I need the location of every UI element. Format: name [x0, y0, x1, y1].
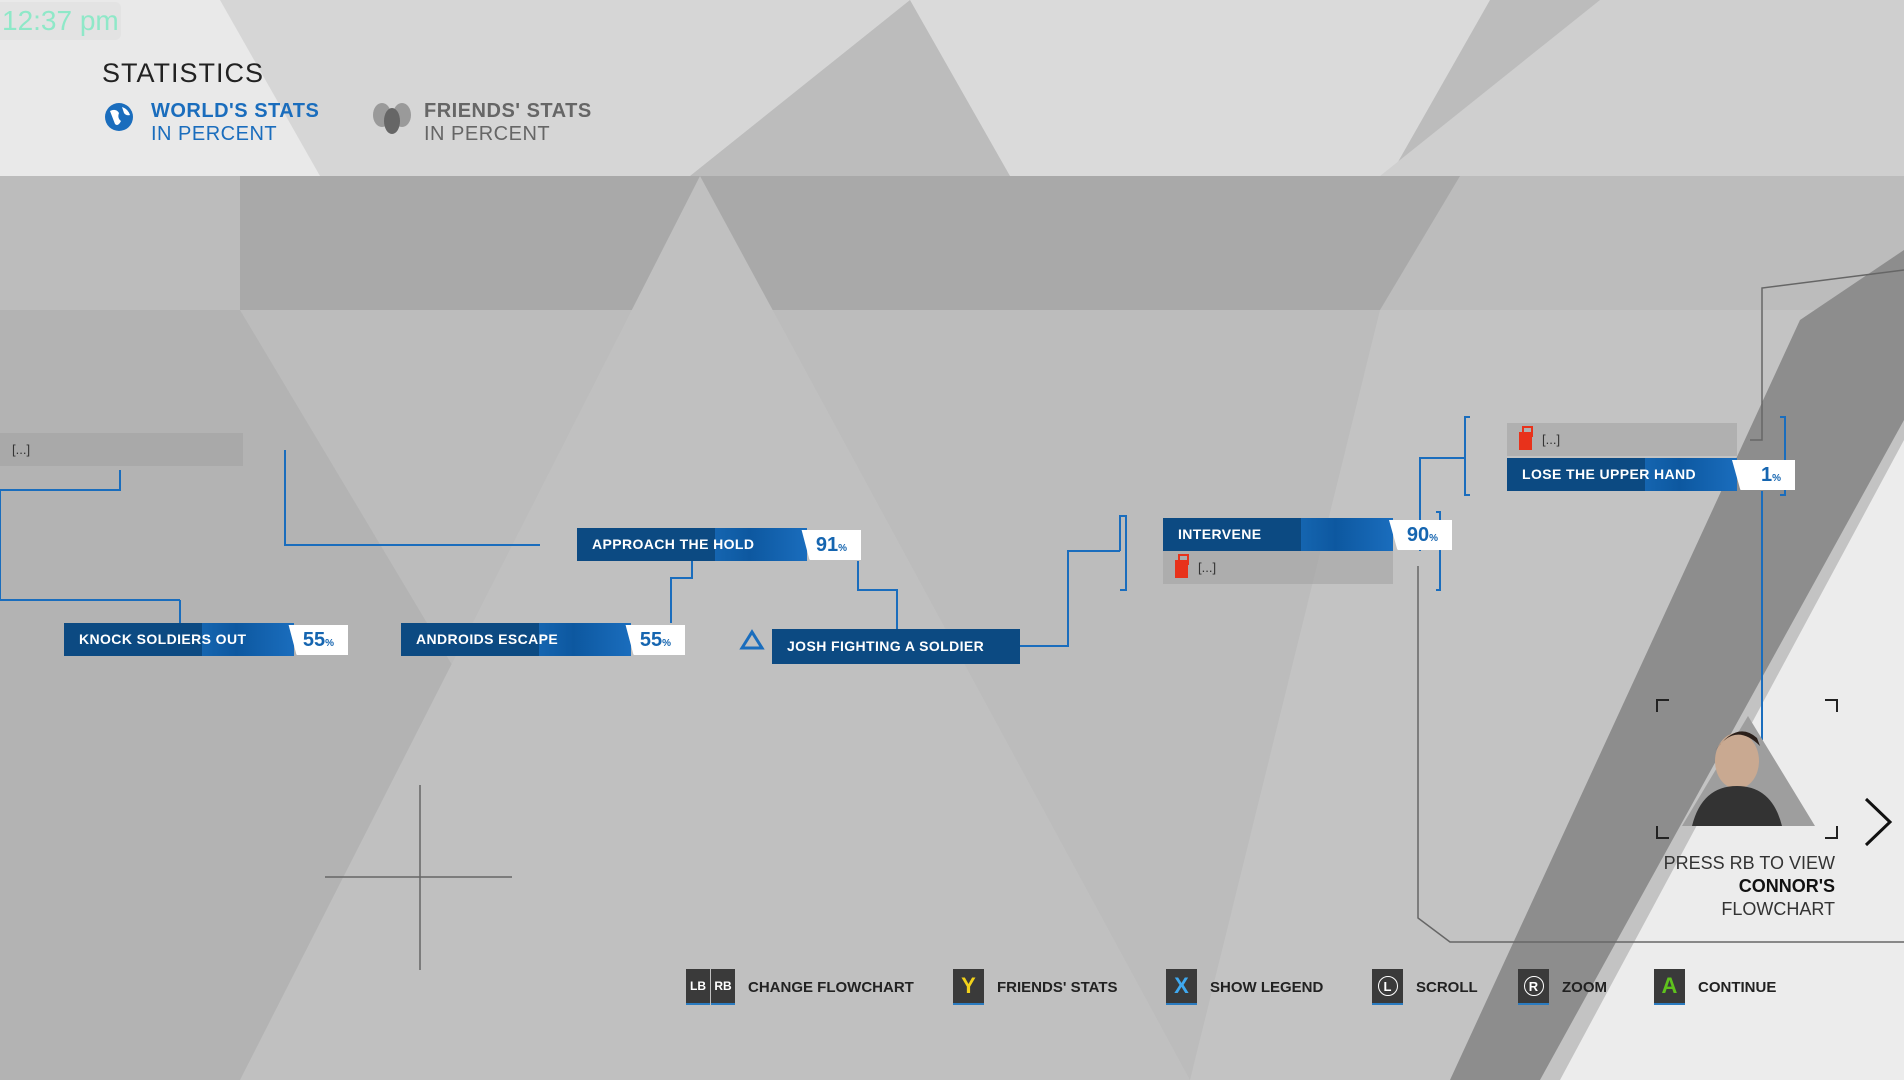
- x-button-icon: X: [1166, 969, 1197, 1005]
- legend-label: ZOOM: [1562, 978, 1607, 996]
- lb-button-icon: LB: [686, 969, 710, 1005]
- node-label: KNOCK SOLDIERS OUT: [79, 631, 247, 647]
- node-label: ANDROIDS ESCAPE: [416, 631, 559, 647]
- friends-stats-label: FRIENDS' STATS: [424, 100, 592, 122]
- lock-icon: [1519, 425, 1533, 450]
- locked-label: [...]: [1542, 432, 1561, 447]
- globe-icon: [105, 103, 133, 131]
- node-knock-soldiers-out[interactable]: KNOCK SOLDIERS OUT: [64, 623, 294, 656]
- lock-icon: [1175, 553, 1189, 578]
- worlds-stats-sub: IN PERCENT: [151, 123, 278, 145]
- connor-line3: FLOWCHART: [1721, 899, 1835, 919]
- connor-prompt: PRESS RB TO VIEW CONNOR'S FLOWCHART: [1664, 852, 1835, 921]
- connor-portrait-image: [1682, 716, 1815, 826]
- worlds-stats-label: WORLD'S STATS: [151, 100, 320, 122]
- locked-label: [...]: [12, 442, 31, 457]
- lose-percent: 1%: [1732, 460, 1795, 490]
- portrait-frame: [1656, 699, 1838, 839]
- locked-node-upper[interactable]: [...]: [1507, 423, 1737, 456]
- left-stick-icon: L: [1372, 969, 1403, 1005]
- connor-line1: PRESS RB TO VIEW: [1663, 853, 1835, 873]
- locked-node-top-left[interactable]: [...]: [0, 433, 243, 466]
- legend-change-flowchart[interactable]: LB RB CHANGE FLOWCHART: [686, 968, 914, 1006]
- node-androids-escape[interactable]: ANDROIDS ESCAPE: [401, 623, 631, 656]
- node-label: APPROACH THE HOLD: [592, 536, 755, 552]
- legend-label: CONTINUE: [1698, 978, 1777, 996]
- status-time: 12:37 pm: [0, 2, 121, 40]
- right-stick-icon: R: [1518, 969, 1549, 1005]
- friends-stats-sub: IN PERCENT: [424, 123, 551, 145]
- tab-worlds-stats[interactable]: WORLD'S STATS IN PERCENT: [104, 100, 319, 146]
- a-button-icon: A: [1654, 969, 1685, 1005]
- triangle-marker-icon: [739, 629, 765, 650]
- node-josh-fighting-a-soldier[interactable]: JOSH FIGHTING A SOLDIER: [772, 629, 1020, 664]
- tab-friends-stats[interactable]: FRIENDS' STATS IN PERCENT: [372, 100, 592, 146]
- escape-percent: 55%: [625, 625, 685, 655]
- legend-label: SHOW LEGEND: [1210, 978, 1324, 996]
- legend-label: SCROLL: [1416, 978, 1478, 996]
- connor-portrait[interactable]: [1682, 716, 1815, 826]
- legend-label: FRIENDS' STATS: [997, 978, 1118, 996]
- legend-scroll[interactable]: L SCROLL: [1372, 968, 1478, 1006]
- y-button-icon: Y: [953, 969, 984, 1005]
- page-title: STATISTICS: [102, 58, 265, 88]
- node-lose-the-upper-hand[interactable]: LOSE THE UPPER HAND: [1507, 458, 1737, 491]
- next-chevron-icon[interactable]: [1862, 797, 1894, 847]
- node-approach-the-hold[interactable]: APPROACH THE HOLD: [577, 528, 807, 561]
- knock-percent: 55%: [288, 625, 348, 655]
- node-label: LOSE THE UPPER HAND: [1522, 466, 1697, 482]
- node-label: JOSH FIGHTING A SOLDIER: [787, 638, 985, 654]
- locked-label: [...]: [1198, 560, 1217, 575]
- node-intervene[interactable]: INTERVENE: [1163, 518, 1393, 551]
- intervene-percent: 90%: [1389, 520, 1452, 550]
- approach-percent: 91%: [801, 530, 861, 560]
- node-label: INTERVENE: [1178, 526, 1262, 542]
- legend-zoom[interactable]: R ZOOM: [1518, 968, 1607, 1006]
- legend-label: CHANGE FLOWCHART: [748, 978, 914, 996]
- friends-icon: [373, 103, 411, 134]
- legend-show-legend[interactable]: X SHOW LEGEND: [1166, 968, 1323, 1006]
- legend-continue[interactable]: A CONTINUE: [1654, 968, 1776, 1006]
- legend-friends-stats[interactable]: Y FRIENDS' STATS: [953, 968, 1118, 1006]
- rb-button-icon: RB: [711, 969, 735, 1005]
- connor-line2: CONNOR'S: [1738, 876, 1835, 896]
- locked-node-intervene[interactable]: [...]: [1163, 551, 1393, 584]
